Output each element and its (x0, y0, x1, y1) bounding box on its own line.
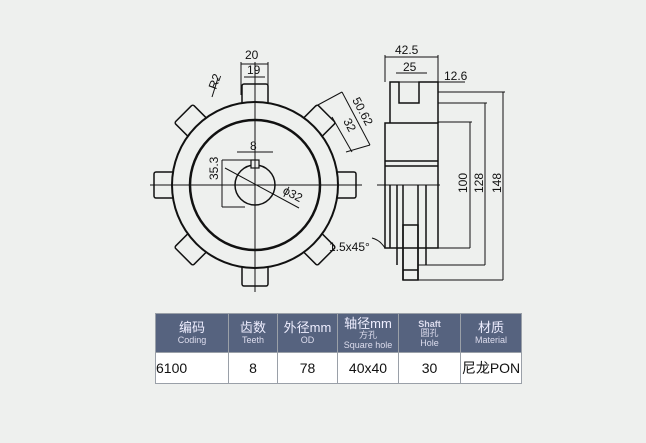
dim-35-3: 35.3 (207, 156, 221, 180)
dim-128: 128 (472, 173, 486, 193)
dim-12-6: 12.6 (444, 69, 468, 83)
cell-hole: 30 (398, 352, 461, 384)
dim-100: 100 (456, 173, 470, 193)
table-row: 6100 8 78 40x40 30 尼龙PON (155, 352, 522, 384)
cell-coding: 6100 (155, 352, 229, 384)
side-view (371, 55, 505, 281)
cell-od: 78 (277, 352, 338, 384)
dim-19: 19 (247, 63, 261, 77)
dim-20: 20 (245, 48, 259, 62)
dim-8: 8 (250, 139, 257, 153)
front-view (150, 62, 371, 292)
cell-square-hole: 40x40 (337, 352, 399, 384)
dim-chamfer: 1.5x45° (329, 240, 370, 254)
dim-42-5: 42.5 (395, 43, 419, 57)
dim-32: 32 (340, 116, 359, 135)
dim-r2: R2 (206, 72, 225, 92)
dimension-labels: 20 19 R2 50.62 32 8 35.3 ϕ32 42.5 25 12.… (206, 43, 504, 254)
cell-material: 尼龙PON (460, 352, 522, 384)
dim-25: 25 (403, 60, 417, 74)
technical-drawing: 20 19 R2 50.62 32 8 35.3 ϕ32 42.5 25 12.… (150, 43, 505, 292)
dim-148: 148 (490, 173, 504, 193)
cell-teeth: 8 (228, 352, 278, 384)
